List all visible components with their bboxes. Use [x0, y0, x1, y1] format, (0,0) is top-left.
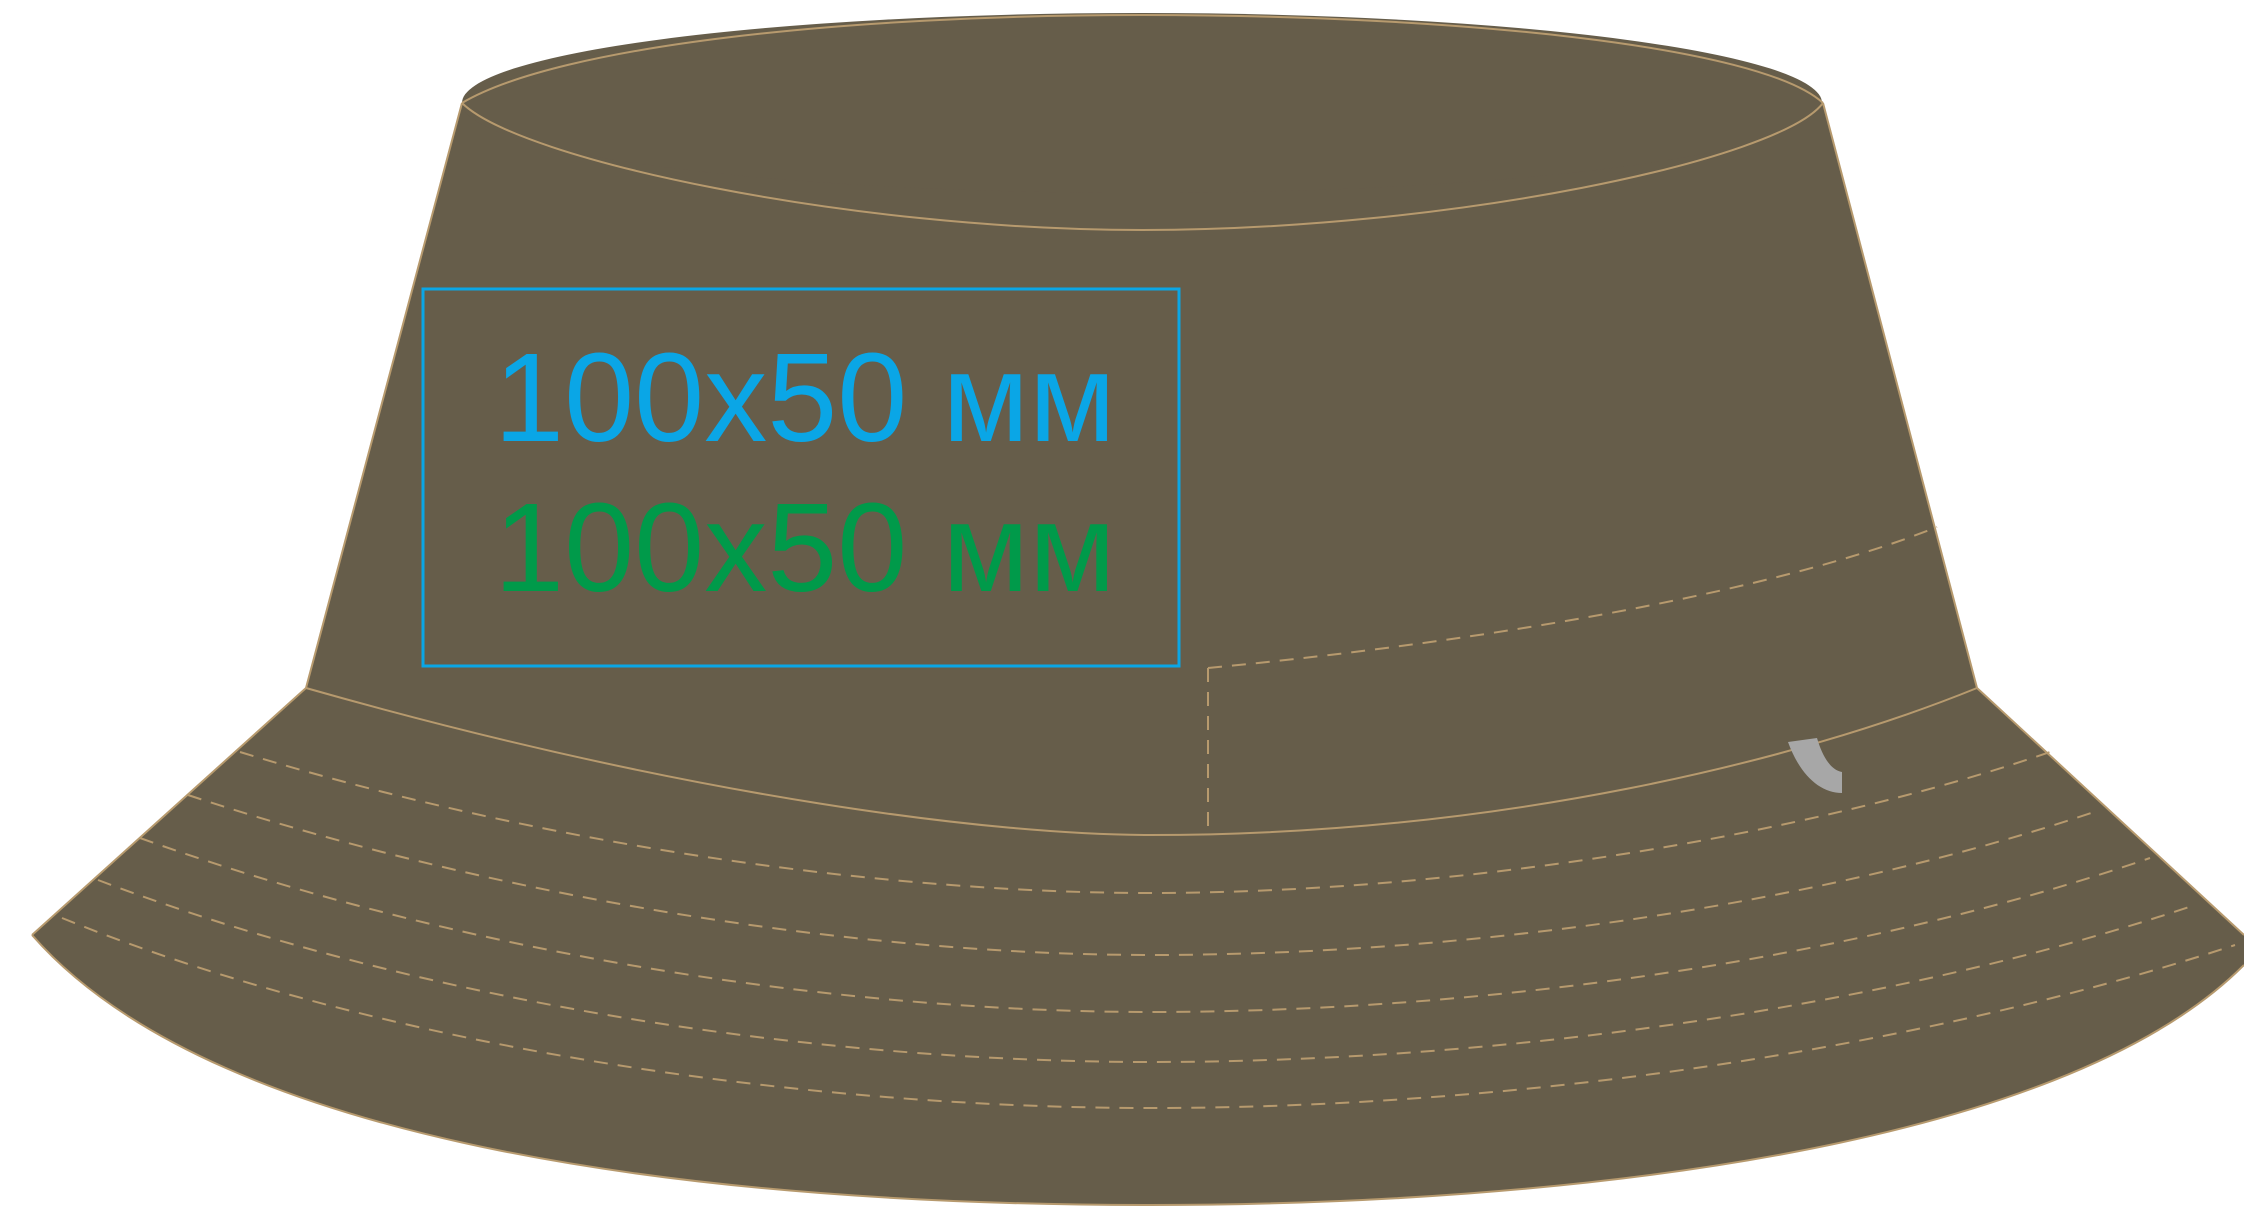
brim-bottom-edge — [31, 934, 2244, 1207]
print-area-label-1: 100x50 мм — [494, 327, 1116, 468]
print-area-frame — [421, 287, 1181, 668]
drawstring-toggle — [1788, 738, 1842, 793]
hat-top — [462, 13, 1822, 193]
crown-brim-seam — [305, 687, 1978, 837]
brim-stitch-row-5 — [61, 917, 2236, 1110]
hat-top-back-edge — [461, 13, 1824, 104]
brim-stitch-row-2 — [187, 794, 2101, 957]
crown-left-edge — [305, 102, 463, 689]
hat-brim — [32, 688, 2244, 1205]
brim-stitch-row-1 — [239, 751, 2051, 895]
brim-stitch-row-3 — [139, 837, 2151, 1014]
hat-top-front-edge — [461, 102, 1824, 232]
crown-right-edge — [1822, 102, 1978, 689]
print-area-label-2: 100x50 мм — [494, 477, 1116, 618]
brim-left-edge — [31, 687, 307, 936]
crown-panel-seam-horizontal — [1207, 526, 1938, 669]
brim-stitch-row-4 — [97, 879, 2196, 1064]
hat-crown — [306, 103, 1977, 835]
brim-right-edge — [1976, 687, 2244, 936]
